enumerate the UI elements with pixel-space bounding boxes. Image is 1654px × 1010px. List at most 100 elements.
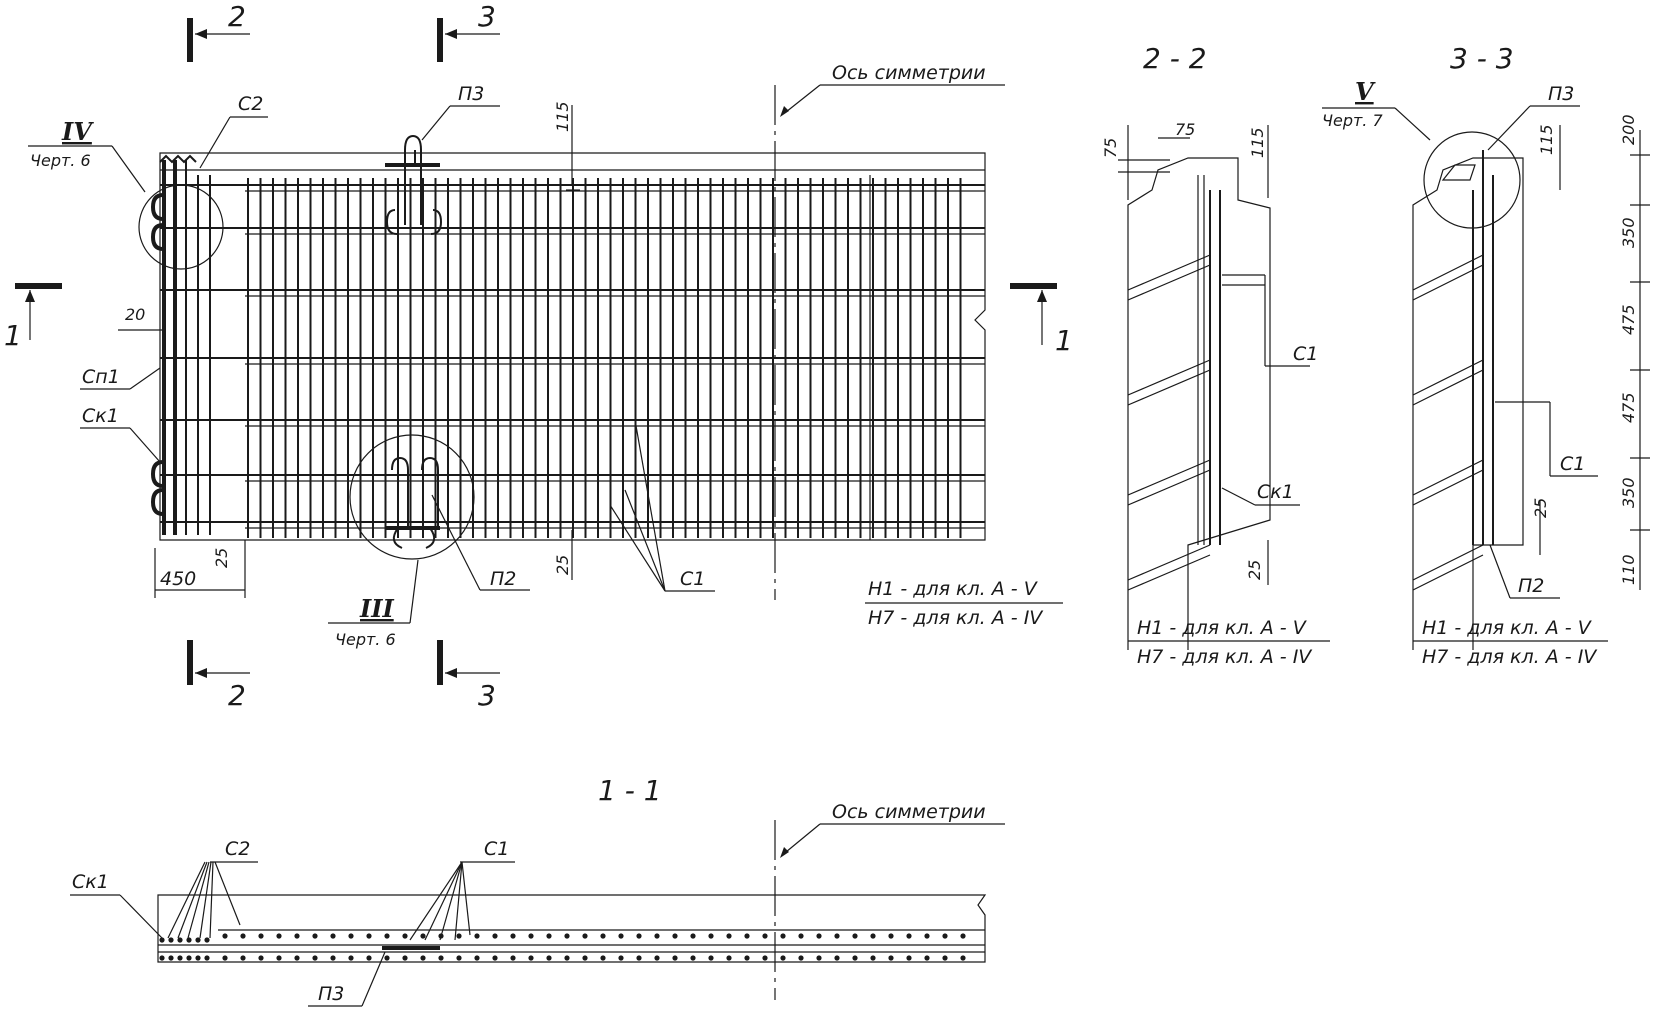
slab-edge-line (1412, 459, 1484, 496)
cut-mark-2-top: 2 (187, 0, 250, 62)
bar-section-dot (438, 955, 444, 961)
section-1-1-outline (157, 894, 987, 963)
bar-section-dot (672, 955, 678, 961)
bar-section-dot (159, 937, 165, 943)
label-P2-plan: П2 (490, 568, 516, 590)
dim-110: 110 (1619, 554, 1638, 585)
bar-section-dot (222, 955, 228, 961)
bar-section-dot (420, 955, 426, 961)
bar-section-dot (276, 933, 282, 939)
dim-25-s22: 25 (1245, 560, 1264, 580)
bar-section-dot (708, 933, 714, 939)
dim-115-s33: 115 (1537, 124, 1556, 155)
cut-2-label-bottom: 2 (228, 679, 246, 712)
cut-mark-1-left: 1 (4, 283, 62, 352)
s22-note-line2: Н7 - для кл. А - IV (1137, 646, 1313, 668)
plan-view: Ось симметрии 2 3 2 3 (4, 0, 1073, 712)
slab-edge-line (1412, 369, 1484, 406)
bar-section-dot (600, 933, 606, 939)
label-P3-s33: П3 (1548, 83, 1574, 105)
bar-section-dot (492, 933, 498, 939)
bar-section-dot (420, 933, 426, 939)
bar-section-dot (618, 955, 624, 961)
bar-section-dot (186, 937, 192, 943)
bar-section-dot (654, 933, 660, 939)
bar-section-dot (159, 955, 165, 961)
section-3-3-outline (1412, 157, 1524, 650)
bar-section-dot (816, 955, 822, 961)
label-C1-s11: С1 (484, 838, 509, 860)
cut-2-label-top: 2 (228, 0, 246, 33)
leader-C1-s11 (409, 861, 471, 941)
section-2-2-outline (1127, 157, 1271, 650)
dim-450: 450 (160, 568, 196, 590)
bar-section-dot (195, 937, 201, 943)
section-1-1-title: 1 - 1 (598, 774, 662, 807)
label-Ck1-plan: Ск1 (82, 405, 119, 427)
callout-IV: IV (61, 117, 94, 146)
section-3-3-diagonals (1412, 254, 1484, 591)
bar-section-dot (960, 933, 966, 939)
slab-edge-line (1127, 359, 1211, 396)
dim-20-plan: 20 (125, 305, 145, 324)
bar-section-dot (348, 955, 354, 961)
bar-section-dot (708, 955, 714, 961)
bar-section-dot (564, 955, 570, 961)
bar-section-dot (204, 937, 210, 943)
bar-section-dot (528, 955, 534, 961)
dim-350-a: 350 (1619, 217, 1638, 248)
bar-section-dot (312, 933, 318, 939)
s22-note-line1: Н1 - для кл. А - V (1137, 617, 1308, 639)
lifting-loop-top (385, 134, 443, 235)
bar-section-dot (492, 955, 498, 961)
bar-section-dot (402, 955, 408, 961)
label-Ck1-s11: Ск1 (72, 871, 109, 893)
cut-3-label-top: 3 (478, 0, 496, 33)
lifting-loop-bottom (385, 456, 440, 549)
bar-section-dot (870, 955, 876, 961)
bar-section-dot (348, 933, 354, 939)
callout-III: III (359, 594, 394, 623)
section-3-3: 3 - 3 V Черт. 7 П3 115 С1 25 П2 (1322, 42, 1650, 668)
bar-section-dot (366, 955, 372, 961)
dim-115-plan: 115 (553, 101, 572, 132)
bar-section-dot (168, 937, 174, 943)
bar-section-dot (582, 955, 588, 961)
detail-circle-V (1423, 131, 1521, 229)
slab-edge-line (1127, 254, 1211, 291)
bar-section-dot (618, 933, 624, 939)
slab-edge-line (1412, 544, 1484, 581)
bar-section-dot (366, 933, 372, 939)
bar-section-dot (690, 933, 696, 939)
plan-note-line2: Н7 - для кл. А - IV (868, 607, 1044, 629)
slab-edge-line (1412, 359, 1484, 396)
section-1-1-bar-dots (159, 933, 966, 961)
bar-section-dot (870, 933, 876, 939)
bar-section-dot (834, 955, 840, 961)
end-cage (150, 154, 211, 535)
bar-section-dot (942, 933, 948, 939)
dim-25-left: 25 (212, 548, 231, 568)
bar-section-dot (690, 955, 696, 961)
bar-section-dot (402, 933, 408, 939)
bar-section-dot (294, 933, 300, 939)
dim-75-b: 75 (1175, 120, 1195, 139)
plan-note-line1: Н1 - для кл. А - V (868, 578, 1039, 600)
section-2-2: 2 - 2 75 75 115 25 С1 Ск1 Н1 - для кл. А… (1101, 42, 1330, 668)
section-2-2-diagonals (1127, 254, 1211, 591)
bar-section-dot (852, 955, 858, 961)
bar-section-dot (798, 933, 804, 939)
bar-section-dot (636, 933, 642, 939)
bar-section-dot (204, 955, 210, 961)
label-C1-s22: С1 (1293, 343, 1318, 365)
dim-200: 200 (1619, 114, 1638, 145)
slab-edge-line (1127, 469, 1211, 506)
bar-section-dot (924, 933, 930, 939)
label-Cp1: Сп1 (82, 366, 120, 388)
slab-edge-line (1412, 264, 1484, 301)
slab-edge-line (1127, 544, 1211, 581)
bar-section-dot (510, 955, 516, 961)
bar-section-dot (258, 955, 264, 961)
bar-section-dot (456, 955, 462, 961)
section-3-3-title: 3 - 3 (1450, 42, 1514, 75)
